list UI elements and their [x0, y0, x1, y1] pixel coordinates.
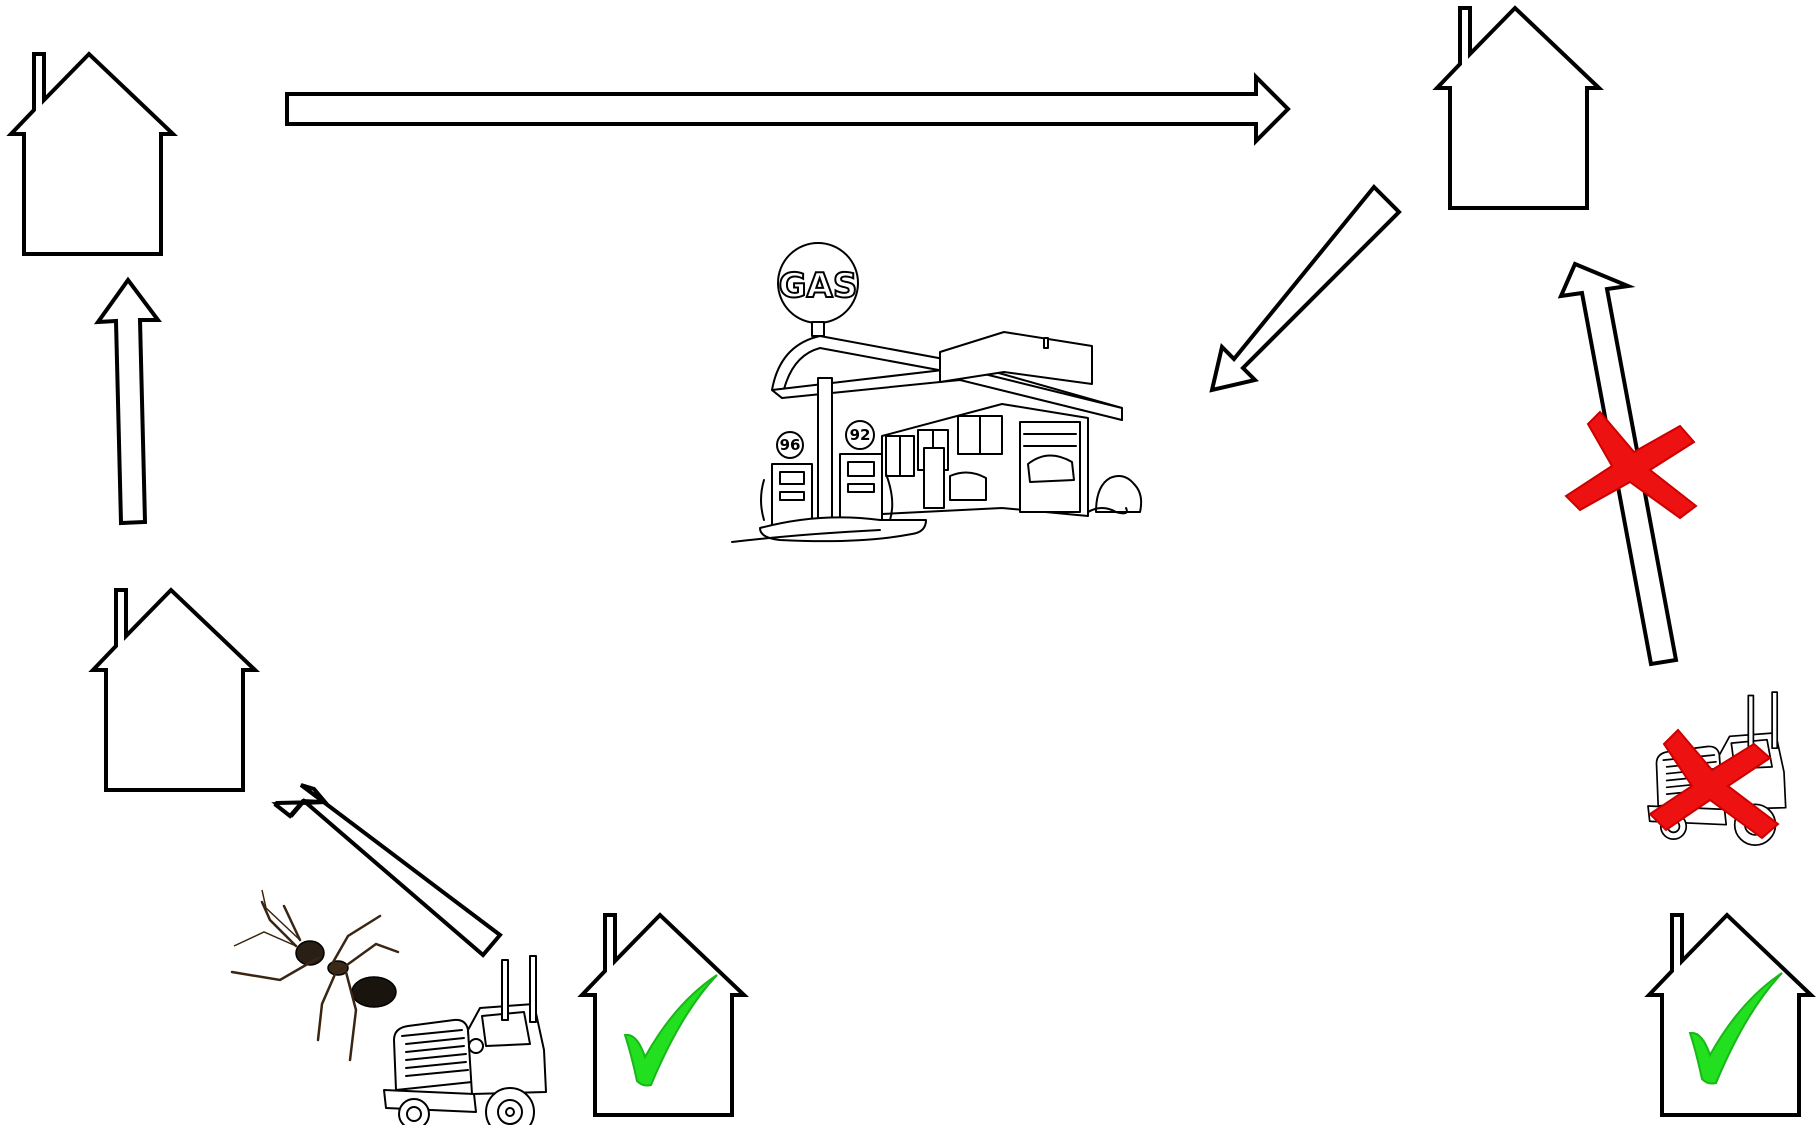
pump-left: 96 — [760, 431, 813, 529]
cross-mark-arrow-icon — [1564, 410, 1698, 520]
check-mark-icon — [1688, 972, 1783, 1085]
house-bottom-middle — [580, 913, 746, 1117]
arrow-top-left-to-top-right — [285, 72, 1291, 146]
arrow-truck-to-middle-left-head — [273, 798, 323, 819]
house-top-left — [9, 52, 175, 256]
truck-bottom-middle — [383, 955, 547, 1125]
gas-sign-label: GAS — [779, 266, 858, 306]
ant-icon — [230, 889, 400, 1062]
arrow-middle-left-to-top-left — [93, 276, 162, 526]
arrow-truck-to-middle-left — [271, 783, 503, 958]
check-mark-icon — [623, 974, 718, 1087]
pump-right-label: 92 — [850, 426, 871, 444]
house-middle-left — [91, 588, 257, 792]
pump-left-label: 96 — [780, 436, 801, 454]
gas-station: GAS 96 92 — [731, 242, 1143, 543]
pump-right: 92 — [839, 420, 894, 525]
arrow-top-right-to-gas-station — [1209, 184, 1402, 393]
house-bottom-right — [1647, 913, 1813, 1117]
gas-sign: GAS — [777, 242, 859, 337]
cross-mark-truck-icon — [1648, 728, 1780, 840]
house-top-right — [1435, 6, 1601, 210]
